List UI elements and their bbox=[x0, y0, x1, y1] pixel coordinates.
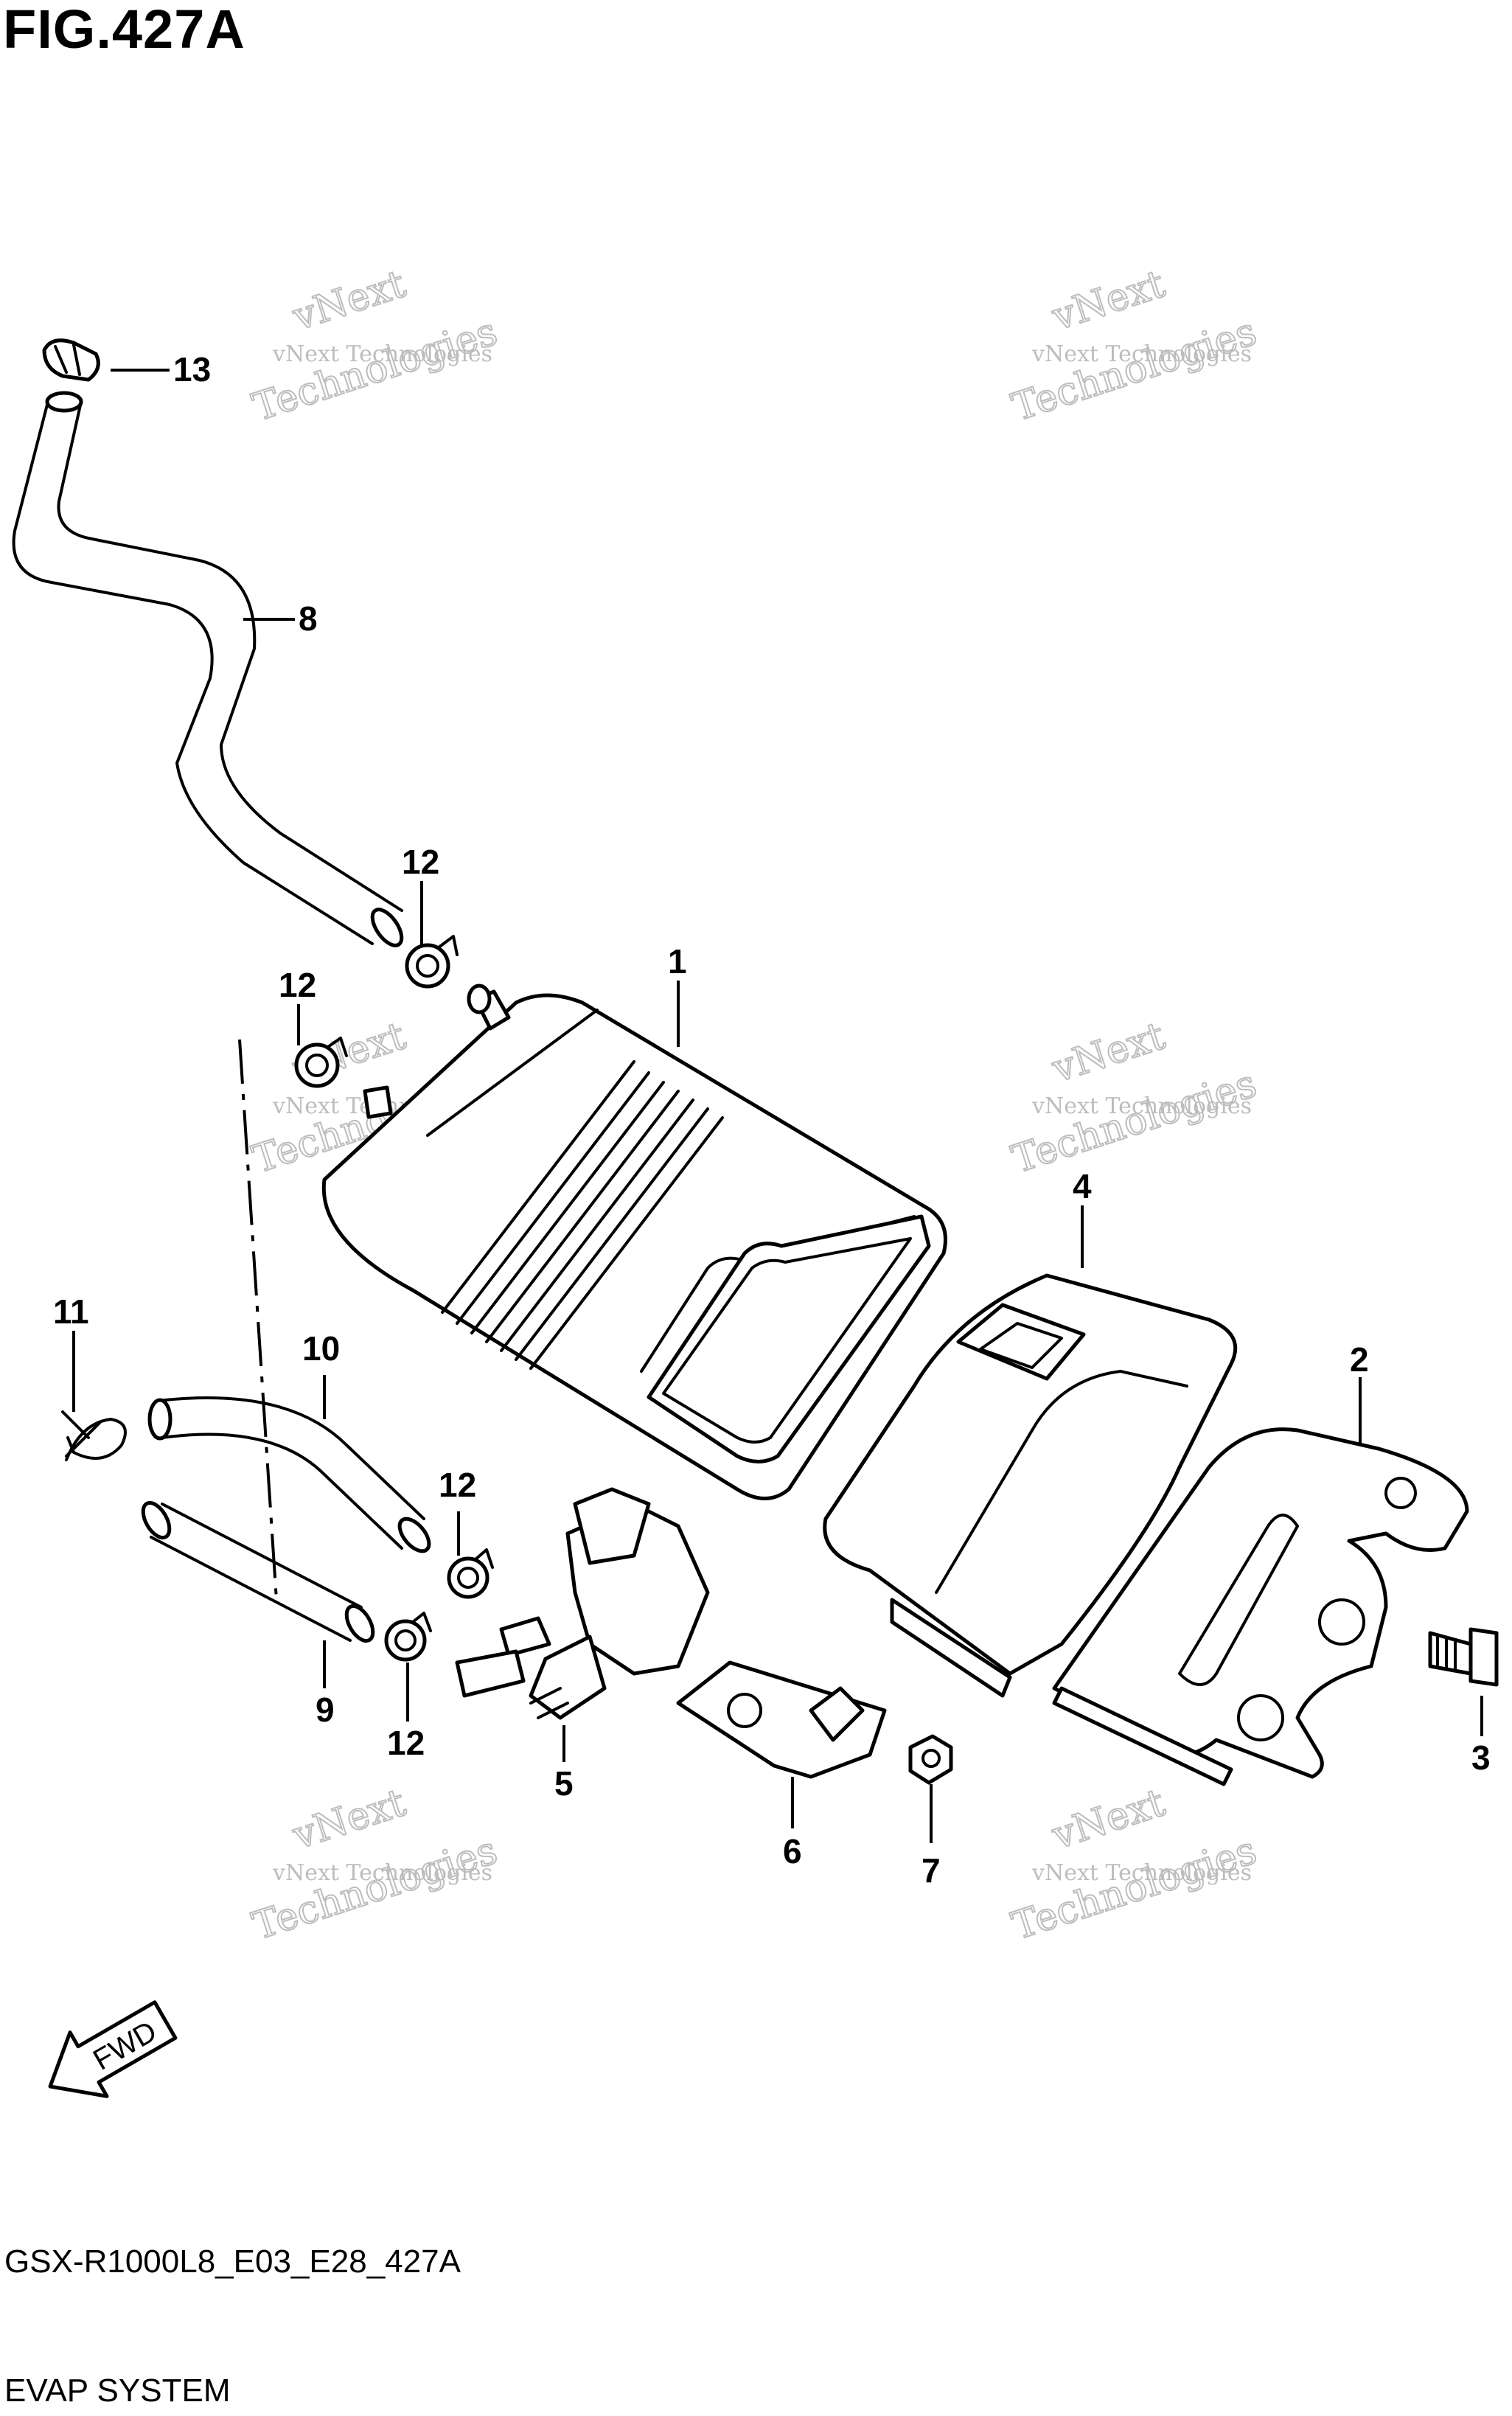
watermark-line3: Technologies bbox=[1007, 310, 1262, 430]
figure-title: FIG.427A bbox=[3, 0, 245, 60]
model-code: GSX-R1000L8_E03_E28_427A bbox=[4, 2243, 461, 2280]
callout-12-mid: 12 bbox=[439, 1466, 476, 1504]
fwd-arrow: FWD bbox=[48, 2000, 178, 2098]
watermark-line3: Technologies bbox=[1007, 1062, 1262, 1182]
part-5-valve[interactable] bbox=[455, 1487, 710, 1720]
callout-7: 7 bbox=[922, 1851, 941, 1890]
callout-13: 13 bbox=[173, 350, 211, 389]
part-6-valve-bracket[interactable] bbox=[676, 1660, 887, 1779]
callout-10: 10 bbox=[302, 1329, 340, 1368]
part-12-clamp-mid[interactable] bbox=[447, 1548, 494, 1599]
watermark: vNext vNext Technologies Technologies bbox=[1006, 261, 1263, 431]
callout-labels: 13 8 12 12 1 4 2 3 5 6 7 9 10 11 12 12 bbox=[53, 350, 1491, 1890]
callout-6: 6 bbox=[783, 1832, 802, 1870]
section-name: EVAP SYSTEM bbox=[4, 2373, 231, 2409]
watermark-line2: vNext bbox=[1046, 1014, 1170, 1092]
callout-1: 1 bbox=[668, 942, 687, 981]
watermark: vNext vNext Technologies Technologies bbox=[1006, 1013, 1263, 1183]
callout-8: 8 bbox=[299, 599, 318, 638]
callout-9: 9 bbox=[316, 1691, 335, 1729]
watermark-line3: Technologies bbox=[248, 1828, 503, 1949]
part-12-clamp-upper-left[interactable] bbox=[294, 1037, 348, 1088]
callout-2: 2 bbox=[1350, 1340, 1369, 1379]
watermark: vNext vNext Technologies Technologies bbox=[247, 261, 504, 431]
watermark-line3: Technologies bbox=[1007, 1828, 1262, 1949]
callout-12-lower: 12 bbox=[387, 1724, 425, 1762]
watermark-line2: vNext bbox=[287, 262, 411, 340]
part-4-cover[interactable] bbox=[823, 1273, 1238, 1698]
part-8-hose[interactable] bbox=[12, 391, 408, 950]
leader-lines bbox=[72, 369, 1483, 1843]
part-1-canister[interactable] bbox=[321, 984, 947, 1500]
part-3-bolt[interactable] bbox=[1428, 1627, 1499, 1687]
reference-line bbox=[238, 1039, 278, 1601]
watermark-line1: vNext Technologies bbox=[272, 1860, 492, 1886]
part-10-hose[interactable] bbox=[147, 1396, 434, 1556]
part-13-clamp[interactable] bbox=[42, 338, 100, 382]
watermark: vNext vNext Technologies Technologies bbox=[1006, 1780, 1263, 1949]
watermark-line1: vNext Technologies bbox=[1031, 1860, 1252, 1886]
callout-12-top: 12 bbox=[402, 843, 439, 881]
watermark-line1: vNext Technologies bbox=[1031, 1093, 1252, 1119]
part-7-nut[interactable] bbox=[908, 1734, 953, 1785]
callout-11: 11 bbox=[53, 1292, 89, 1331]
callout-4: 4 bbox=[1073, 1167, 1092, 1205]
part-9-hose[interactable] bbox=[138, 1498, 378, 1645]
part-12-clamp-lower[interactable] bbox=[384, 1612, 432, 1662]
callout-3: 3 bbox=[1471, 1738, 1491, 1777]
watermark-line3: Technologies bbox=[248, 310, 503, 430]
watermark-line1: vNext Technologies bbox=[272, 341, 492, 367]
part-12-clamp-top[interactable] bbox=[405, 935, 459, 989]
part-2-bracket[interactable] bbox=[1052, 1427, 1469, 1786]
watermark-line2: vNext bbox=[1046, 262, 1170, 340]
watermark-line1: vNext Technologies bbox=[1031, 341, 1252, 367]
watermark: vNext vNext Technologies Technologies bbox=[247, 1780, 504, 1949]
callout-12-upper-left: 12 bbox=[279, 966, 316, 1004]
watermark-line2: vNext bbox=[1046, 1780, 1170, 1859]
part-11-clip[interactable] bbox=[61, 1410, 127, 1461]
callout-5: 5 bbox=[554, 1764, 574, 1803]
watermark-line2: vNext bbox=[287, 1780, 411, 1859]
